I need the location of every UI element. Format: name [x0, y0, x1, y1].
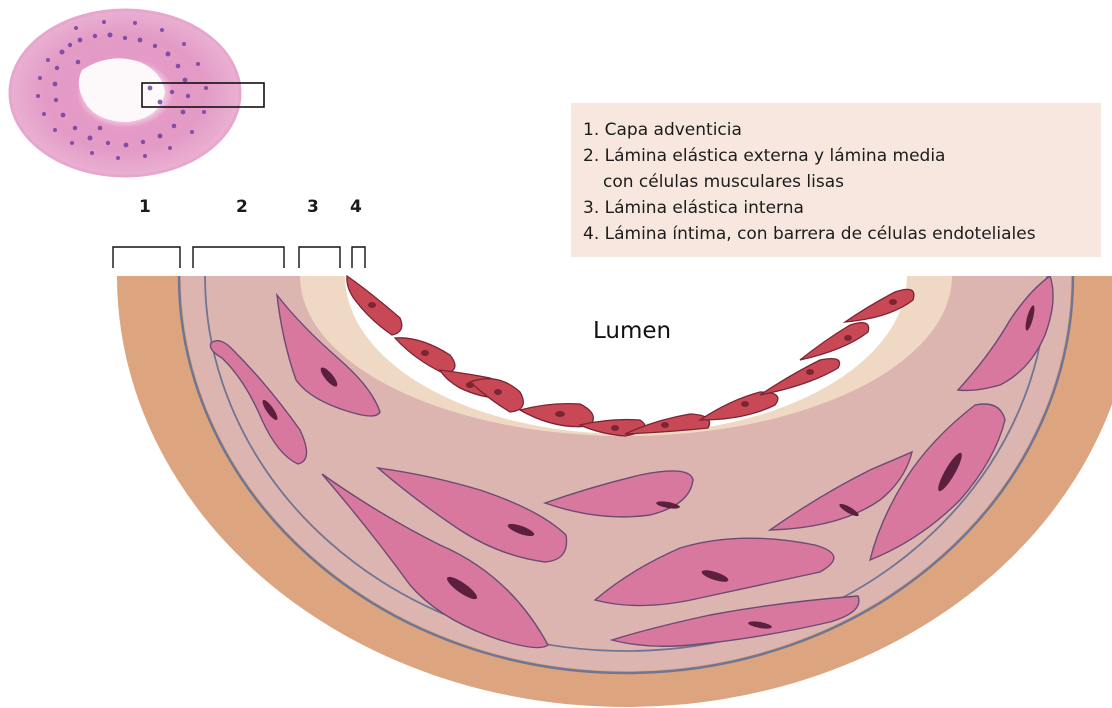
legend-box: 1. Capa adventicia 2. Lámina elástica ex…: [571, 103, 1101, 257]
legend-item-4: 4. Lámina íntima, con barrera de células…: [583, 221, 1091, 247]
layer-number-2: 2: [236, 197, 248, 217]
layer-brackets: [113, 247, 365, 268]
legend-item-3: 3. Lámina elástica interna: [583, 195, 1091, 221]
bracket-2: [193, 247, 284, 268]
bracket-4: [352, 247, 365, 268]
bracket-3: [299, 247, 340, 268]
legend-item-2-continued: con células musculares lisas: [583, 169, 1091, 195]
lumen-label: Lumen: [593, 318, 671, 344]
legend-item-2: 2. Lámina elástica externa y lámina medi…: [583, 143, 1091, 169]
legend-item-1: 1. Capa adventicia: [583, 117, 1091, 143]
layer-number-4: 4: [350, 197, 362, 217]
layer-number-1: 1: [139, 197, 151, 217]
layer-number-3: 3: [307, 197, 319, 217]
histology-micrograph: [10, 10, 264, 176]
bracket-1: [113, 247, 180, 268]
